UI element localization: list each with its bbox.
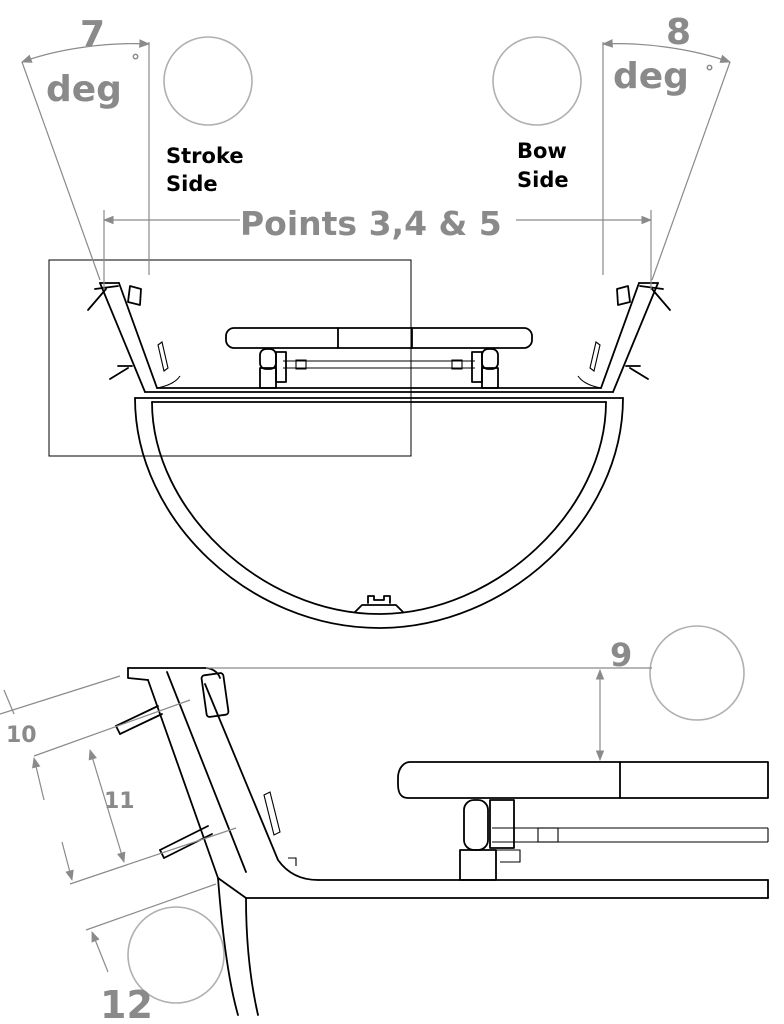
marker-circle-9 bbox=[649, 625, 745, 721]
dim-9-label: 9 bbox=[610, 636, 632, 674]
dim-12-line-upper bbox=[61, 841, 74, 882]
dim-11-label: 11 bbox=[104, 789, 135, 814]
points-label: Points 3,4 & 5 bbox=[240, 204, 502, 243]
dim-12-label: 12 bbox=[100, 983, 153, 1024]
angle-left-arc bbox=[20, 39, 151, 63]
dim-10-label: 10 bbox=[6, 723, 37, 748]
seat-top-view bbox=[225, 327, 533, 389]
angle-left-degree: ° bbox=[131, 51, 140, 72]
dim-10-extension bbox=[33, 699, 191, 757]
angle-left-unit: deg bbox=[46, 69, 122, 110]
dim-12-extension bbox=[85, 883, 217, 931]
angle-left-hull-line bbox=[21, 61, 101, 281]
dim-10-line bbox=[3, 689, 15, 715]
dim-top-extension bbox=[0, 675, 121, 715]
hull-detail-view bbox=[115, 667, 769, 1016]
angle-right-degree: ° bbox=[705, 62, 714, 83]
stroke-side-label-line2: Side bbox=[166, 172, 218, 196]
bow-side-label-line2: Side bbox=[517, 168, 569, 192]
angle-left-value: 7 bbox=[80, 14, 105, 55]
dim-11-extension bbox=[69, 827, 237, 885]
bow-side-label-line1: Bow bbox=[517, 139, 567, 163]
angle-right-unit: deg bbox=[613, 56, 689, 97]
marker-circle-bow bbox=[492, 36, 582, 126]
dim-10-line-lower bbox=[32, 756, 45, 801]
detail-frame bbox=[48, 259, 412, 457]
stroke-side-label-line1: Stroke bbox=[166, 144, 244, 168]
angle-right-hull-line bbox=[651, 61, 731, 281]
marker-circle-12 bbox=[127, 906, 225, 1004]
dim-12-line-lower bbox=[91, 930, 109, 973]
angle-right-arc bbox=[601, 39, 732, 63]
dim-11-line bbox=[88, 748, 126, 864]
marker-circle-stroke bbox=[163, 36, 253, 126]
angle-right-value: 8 bbox=[666, 12, 691, 53]
seat-detail-view bbox=[397, 761, 769, 881]
hull-top-view bbox=[87, 282, 671, 629]
